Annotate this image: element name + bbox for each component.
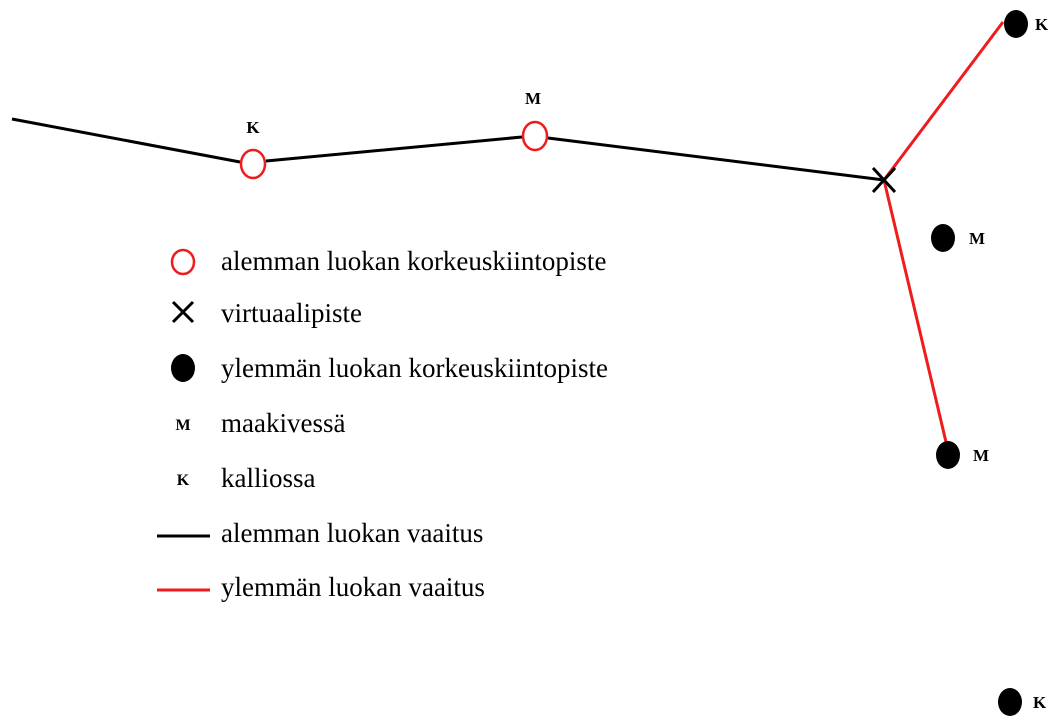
legend-k-symbol: K	[177, 472, 190, 489]
higher-leveling-lines	[882, 21, 1005, 443]
legend-lower-benchmark-text: alemman luokan korkeuskiintopiste	[221, 246, 606, 276]
higher-leveling-segment-down	[882, 179, 948, 443]
higher-benchmark-mid-label: M	[969, 229, 985, 248]
lower-benchmark-1-label: K	[246, 118, 260, 137]
legend-lower-leveling-text: alemman luokan vaaitus	[221, 518, 483, 548]
higher-leveling-segment-up	[882, 21, 1005, 181]
higher-benchmark-mid	[931, 224, 955, 252]
lower-leveling-segment-1	[11, 117, 241, 164]
higher-benchmark-top	[1004, 10, 1028, 38]
lower-leveling-line	[11, 117, 885, 182]
legend-ground-stone-text: maakivessä	[221, 408, 345, 438]
lower-benchmark-point-2	[521, 120, 549, 152]
legend-higher-benchmark-text: ylemmän luokan korkeuskiintopiste	[221, 353, 608, 383]
legend-bedrock-text: kalliossa	[221, 463, 316, 493]
lower-leveling-segment-3	[547, 136, 885, 182]
black-filled-circle-icon	[171, 354, 195, 382]
higher-benchmark-top-label: K	[1035, 15, 1049, 34]
higher-benchmark-bottom-label: K	[1033, 693, 1047, 712]
lower-leveling-segment-2	[265, 135, 523, 163]
virtual-point-cross	[871, 166, 897, 194]
legend-higher-leveling-text: ylemmän luokan vaaitus	[221, 572, 485, 602]
legend-virtual-point-text: virtuaalipiste	[221, 298, 362, 328]
cross-icon	[171, 300, 195, 324]
legend: alemman luokan korkeuskiintopiste virtua…	[157, 246, 608, 602]
lower-benchmark-2-label: M	[525, 89, 541, 108]
higher-benchmark-lower-label: M	[973, 446, 989, 465]
lower-benchmark-point-1	[239, 148, 267, 180]
red-open-circle-icon	[170, 248, 196, 276]
higher-benchmark-bottom	[998, 688, 1022, 716]
legend-m-symbol: M	[175, 417, 190, 434]
higher-benchmark-lower	[936, 441, 960, 469]
